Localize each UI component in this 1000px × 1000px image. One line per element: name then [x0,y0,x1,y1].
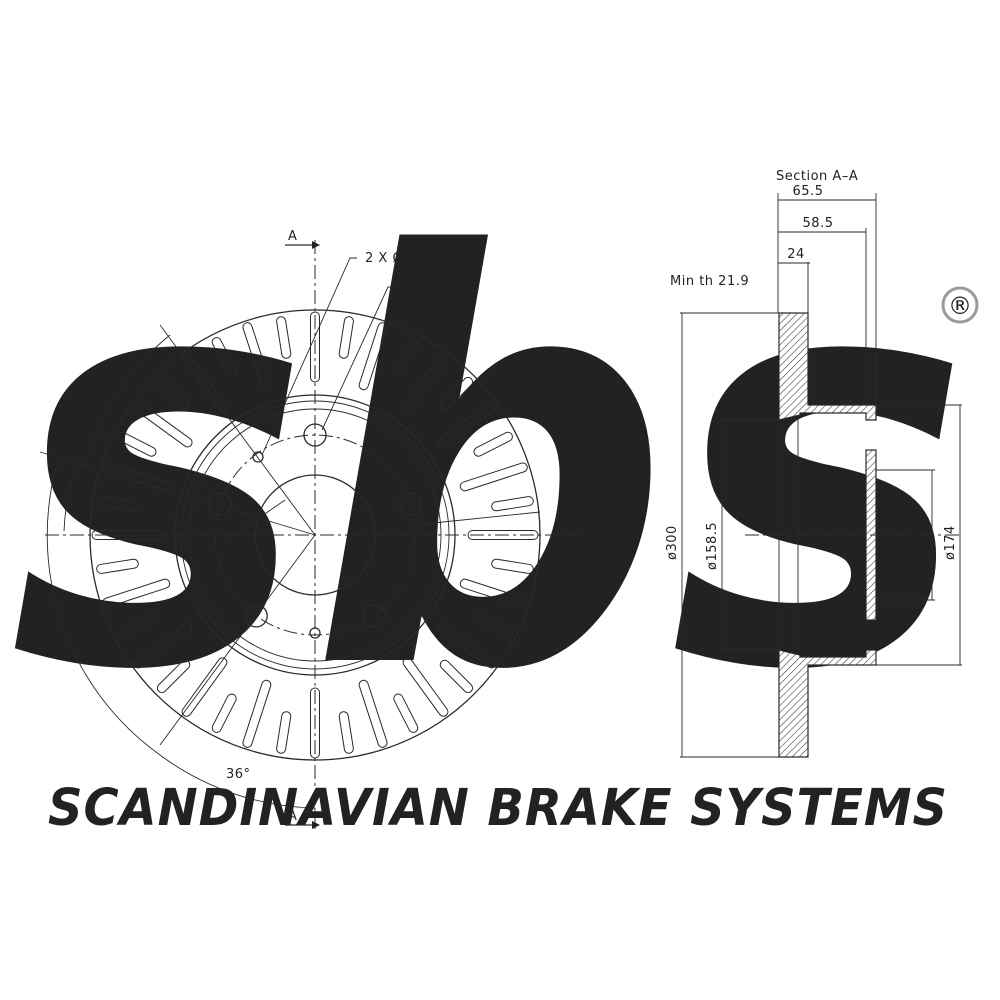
label-bolt-holes-small: 2 X Ø9 [365,251,412,266]
cooling-vane [439,659,474,694]
leader-pcd [413,511,541,526]
label-dia-center-bore: ø80 [915,526,930,552]
label-angle-lower-left: 72° [40,615,65,630]
cooling-vanes [91,311,539,759]
label-angle-left: 18° [58,489,83,504]
section-marker-top: A [288,229,297,244]
label-angle-bottom: 36° [226,767,251,782]
section-profile-upper [778,312,877,421]
cooling-vane [133,401,193,448]
section-arrowhead-bottom [312,821,320,829]
cooling-vane [437,622,497,669]
cooling-vane [393,337,419,377]
bolt-hole-large [398,492,422,516]
cooling-vane [211,337,237,377]
cooling-vane [459,462,528,492]
cooling-vane [491,558,534,574]
leader-small-holes [261,257,357,456]
cooling-vane [276,316,292,359]
cooling-vane [211,693,237,733]
cooling-vane [156,659,191,694]
small-hole-1 [252,451,264,463]
cooling-vane [242,679,272,748]
cooling-vane [102,578,171,608]
cooling-vane [358,679,388,748]
arc-36deg-bottom [159,754,316,809]
cooling-vane [459,578,528,608]
cooling-vane [402,657,449,717]
label-pcd: ø130 [562,505,597,520]
arc-72deg [46,459,161,756]
label-width-total: 65.5 [793,184,824,199]
tagline: SCANDINAVIAN BRAKE SYSTEMS [48,779,948,838]
cooling-vane [242,322,272,391]
label-bolt-holes-large: 5 X Ø18 [398,279,454,294]
logo-letters: sbs [10,141,970,793]
cooling-vane [91,530,163,540]
cooling-vane [402,353,449,413]
section-arrowhead-top [312,241,320,249]
label-dia-hat: ø174 [943,525,958,560]
cooling-vane [96,558,139,574]
label-dia-outer: ø300 [665,525,680,560]
cooling-vane [358,322,388,391]
cooling-vane [338,316,354,359]
arc-36deg-top [84,334,171,471]
cooling-vane [102,462,171,492]
cooling-vane [473,431,513,457]
section-profile-lower [778,649,877,758]
bolt-hole-large [362,604,386,628]
label-angle-top-left: 36° [105,385,130,400]
section-view: Section A–A 65.5 58.5 24 Min th 21.9 ø30… [665,169,962,758]
cooling-vane [156,376,191,411]
cooling-vane [96,496,139,512]
cooling-vane [181,353,228,413]
leader-36deg-top [159,324,316,536]
leader-large-holes [321,286,395,431]
registered-mark: ® [941,286,979,324]
registered-mark-text: ® [948,292,972,320]
label-width-disc: 24 [787,247,805,262]
cooling-vane [133,622,193,669]
sbs-watermark-logo: sbs [10,141,970,793]
cooling-vane [117,613,157,639]
bolt-hole-large [244,604,268,628]
arc-18deg [63,452,81,532]
cooling-vane [338,711,354,754]
label-dia-friction-inner: ø158.5 [705,522,720,570]
front-view: A A 2 X Ø9 5 X Ø18 ø130 36° 18° 72° 36° [39,229,597,830]
cooling-vane [276,711,292,754]
cooling-vane [181,657,228,717]
bolt-hole-large [208,492,232,516]
cooling-vane [473,613,513,639]
leader-36deg-bottom [159,534,316,746]
cooling-vane [437,401,497,448]
cooling-vane [393,693,419,733]
section-marker-bottom: A [288,809,297,824]
leader-center-line [219,499,286,546]
cooling-vane [491,496,534,512]
section-title: Section A–A [776,169,858,184]
label-min-thickness: Min th 21.9 [670,274,749,289]
label-width-hat: 58.5 [803,216,834,231]
cooling-vane [117,431,157,457]
